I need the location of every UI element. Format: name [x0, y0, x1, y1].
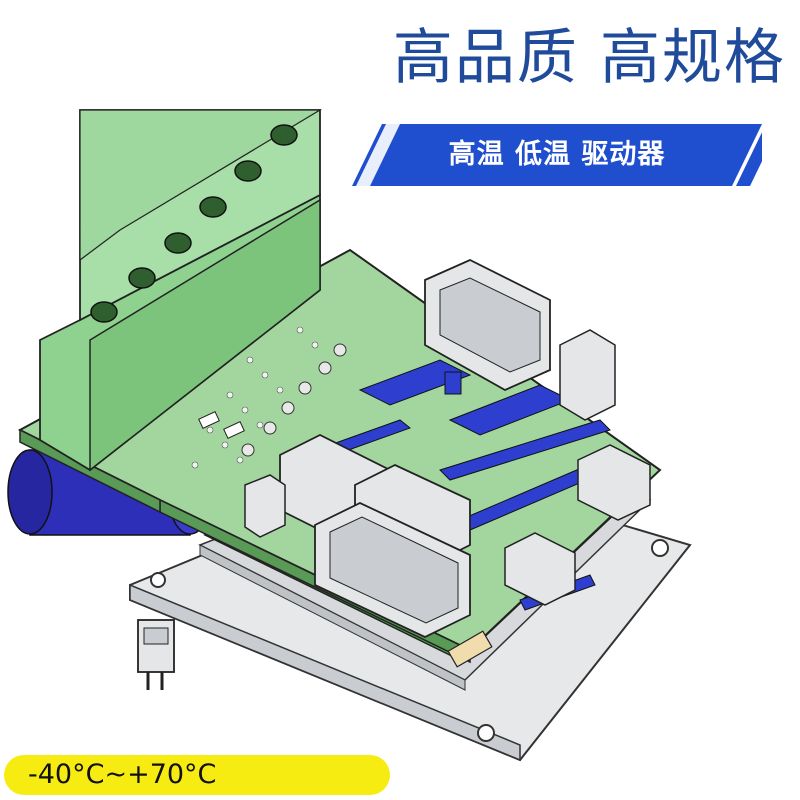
banner-background — [352, 124, 762, 186]
terminal-block — [39, 109, 323, 472]
small-connectors — [244, 329, 651, 668]
feature-banner: 高温 低温 驱动器 — [352, 124, 762, 186]
temperature-badge: -40°C~+70°C — [4, 755, 390, 795]
pin-header-front — [314, 502, 471, 638]
headline: 高品质 高规格 — [392, 23, 786, 93]
pin-header-top — [424, 259, 551, 392]
temperature-range: -40°C~+70°C — [28, 759, 217, 790]
banner-text: 高温 低温 驱动器 — [448, 139, 666, 170]
loose-connector — [137, 619, 175, 690]
